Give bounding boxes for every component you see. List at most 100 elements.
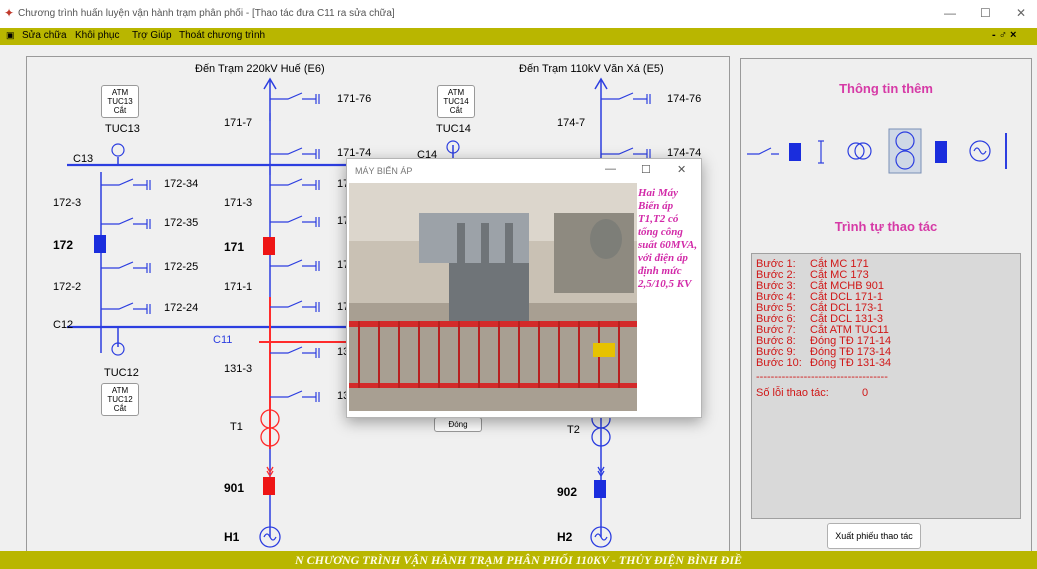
menu-item-help[interactable]: Trợ Giúp: [132, 30, 172, 41]
label-174-76: 174-76: [667, 93, 702, 105]
operation-steps-list: Bước 1: Cắt MC 171 Bước 2: Cắt MC 173 Bước…: [751, 253, 1021, 519]
label-172-24: 172-24: [164, 302, 199, 314]
label-172-34: 172-34: [164, 178, 199, 190]
close-button[interactable]: ✕: [1016, 6, 1027, 20]
list-item: Bước 1: Cắt MC 171: [756, 258, 869, 270]
generator-icon: [969, 140, 991, 162]
menu-item-repair[interactable]: Sửa chữa: [22, 30, 67, 41]
status-footer: N CHƯƠNG TRÌNH VẬN HÀNH TRẠM PHÂN PHỐI 1…: [0, 551, 1037, 569]
diagram-lines: [67, 77, 651, 548]
footer-text: N CHƯƠNG TRÌNH VẬN HÀNH TRẠM PHÂN PHỐI 1…: [294, 553, 743, 567]
minimize-button[interactable]: —: [944, 6, 956, 20]
step-number: Bước 1:: [756, 258, 796, 270]
step-number: Bước 5:: [756, 302, 796, 314]
popup-title: MÁY BIẾN ÁP: [355, 166, 413, 176]
switch-icon: [747, 147, 779, 155]
label-174-74: 174-74: [667, 147, 702, 159]
info-panel: Thông tin thêm Trình tự thao tác Bước 1:…: [740, 58, 1032, 553]
label-171-1: 171-1: [224, 281, 253, 293]
fuse-icon: [818, 140, 824, 164]
atm-tuc12-line1: ATM: [111, 386, 129, 395]
transformer-t2-label: T2: [567, 424, 580, 436]
atm-tuc13-state: Cắt: [113, 106, 127, 115]
list-item: Bước 9: Đóng TĐ 173-14: [756, 346, 891, 358]
label-171-7: 171-7: [224, 117, 253, 129]
transformer-t1-label: T1: [230, 421, 243, 433]
export-sheet-button[interactable]: Xuất phiếu thao tác: [827, 523, 921, 549]
app-icon: ✦: [4, 6, 15, 20]
atm-tuc14-line1: ATM: [447, 88, 465, 97]
label-172-2: 172-2: [53, 281, 82, 293]
window-title: Chương trình huấn luyện vận hành trạm ph…: [18, 8, 395, 19]
bus-c11-label: C11: [213, 334, 233, 346]
sequence-title: Trình tự thao tác: [834, 219, 938, 234]
breaker-icon-2: [935, 141, 947, 163]
feeder-label-e6: Đến Trạm 220kV Huế (E6): [195, 63, 325, 75]
menu-item-restore[interactable]: Khôi phục: [75, 30, 120, 41]
menu-bar: ▣ Sửa chữa Khôi phục Trợ Giúp Thoát chươ…: [0, 28, 1037, 45]
atm-tuc14-button[interactable]: ATM TUC14 Cắt: [437, 85, 475, 118]
popup-description: Hai Máy Biến áp T1,T2 có tổng công suất …: [638, 187, 698, 290]
step-text: Cắt MC 171: [810, 258, 869, 270]
label-172-3: 172-3: [53, 197, 82, 209]
list-item: Bước 10: Đóng TĐ 131-34: [756, 357, 891, 369]
list-item: Bước 6: Cắt DCL 131-3: [756, 313, 883, 325]
label-172-25: 172-25: [164, 261, 199, 273]
step-text: Đóng TĐ 131-34: [810, 357, 892, 369]
step-number: Bước 7:: [756, 324, 796, 336]
popup-minimize-button[interactable]: —: [605, 163, 616, 175]
breaker-171[interactable]: [263, 237, 275, 255]
step-text: Cắt DCL 131-3: [810, 313, 883, 325]
menu-item-exit[interactable]: Thoát chương trình: [179, 30, 266, 41]
atm-tuc13-line2: TUC13: [107, 97, 133, 106]
step-text: Cắt MC 173: [810, 269, 869, 281]
label-174-7: 174-7: [557, 117, 586, 129]
atm-tuc11-button[interactable]: Đóng: [434, 417, 482, 432]
label-172-35: 172-35: [164, 217, 199, 229]
atm-tuc14-line2: TUC14: [443, 97, 469, 106]
legend-icons: [747, 128, 1007, 174]
feeder-label-e5: Đến Trạm 110kV Văn Xá (E5): [519, 63, 664, 75]
step-number: Bước 10:: [756, 357, 802, 369]
atm-tuc12-line2: TUC12: [107, 395, 133, 404]
error-count-value: 0: [862, 387, 869, 399]
step-text: Đóng TĐ 173-14: [810, 346, 892, 358]
breaker-icon: [789, 143, 801, 161]
maximize-button[interactable]: ☐: [980, 6, 991, 20]
step-number: Bước 4:: [756, 291, 796, 303]
list-item: Bước 5: Cắt DCL 173-1: [756, 302, 883, 314]
popup-maximize-button[interactable]: ☐: [641, 164, 651, 176]
step-number: Bước 3:: [756, 280, 796, 292]
error-count-label: Số lỗi thao tác:: [756, 387, 829, 399]
list-item: Bước 8: Đóng TĐ 171-14: [756, 335, 891, 347]
tuc13-label: TUC13: [105, 123, 140, 135]
step-number: Bước 2:: [756, 269, 796, 281]
atm-tuc11-state: Đóng: [448, 420, 468, 429]
atm-tuc12-state: Cắt: [113, 404, 127, 413]
label-131-3: 131-3: [224, 363, 253, 375]
breaker-901[interactable]: [263, 477, 275, 495]
step-text: Cắt DCL 171-1: [810, 291, 883, 303]
transformer-photo: [349, 183, 637, 411]
atm-tuc12-button[interactable]: ATM TUC12 Cắt: [101, 383, 139, 416]
popup-close-button[interactable]: ✕: [677, 164, 687, 176]
mdi-window-controls[interactable]: - ♂ ×: [992, 29, 1017, 41]
atm-tuc13-line1: ATM: [111, 88, 129, 97]
step-number: Bước 8:: [756, 335, 796, 347]
atm-tuc13-button[interactable]: ATM TUC13 Cắt: [101, 85, 139, 118]
breaker-901-label: 901: [224, 481, 245, 495]
step-text: Cắt DCL 173-1: [810, 302, 883, 314]
step-text: Cắt ATM TUC11: [810, 324, 889, 336]
step-text: Đóng TĐ 171-14: [810, 335, 892, 347]
breaker-172[interactable]: [94, 235, 106, 253]
step-number: Bước 9:: [756, 346, 796, 358]
list-item: Bước 4: Cắt DCL 171-1: [756, 291, 883, 303]
bus-c13-label: C13: [73, 153, 94, 165]
label-171-3: 171-3: [224, 197, 253, 209]
label-171-74: 171-74: [337, 147, 372, 159]
list-item: Bước 2: Cắt MC 173: [756, 269, 869, 281]
breaker-902[interactable]: [594, 480, 606, 498]
list-item: Bước 7: Cắt ATM TUC11: [756, 324, 889, 336]
step-number: Bước 6:: [756, 313, 796, 325]
generator-h1-label: H1: [224, 530, 240, 544]
